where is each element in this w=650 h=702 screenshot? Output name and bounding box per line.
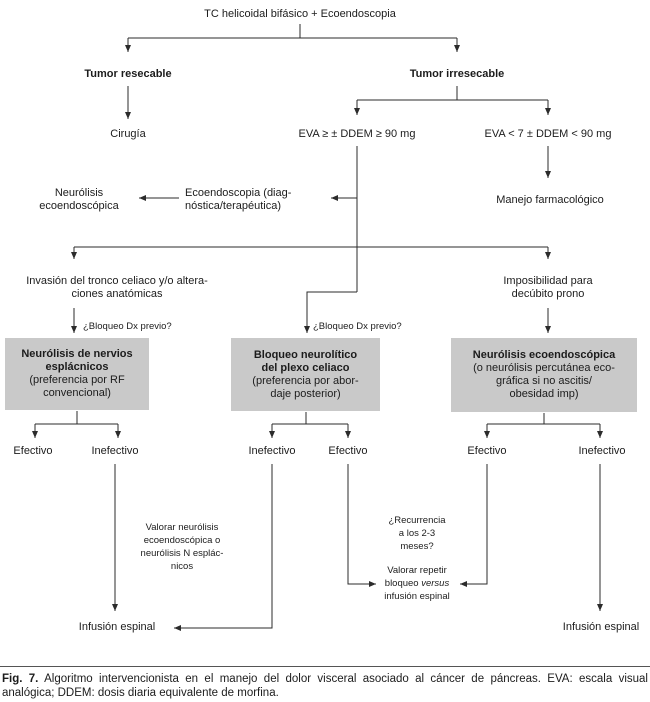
node-ecoendoscopia: Ecoendoscopia (diag- nóstica/terapéutica…: [185, 187, 292, 212]
box-detail: (preferencia por abor- daje posterior): [252, 374, 359, 400]
node-invasion-tronco: Invasión del tronco celiaco y/o altera- …: [26, 275, 208, 300]
node-manejo-farmacologico: Manejo farmacológico: [496, 194, 604, 206]
connector-arrow: [460, 464, 488, 587]
box-title: Neurólisis ecoendoscópica: [472, 349, 616, 361]
figure-caption-label: Fig. 7.: [2, 673, 39, 685]
connector-arrow: [347, 464, 376, 587]
box-detail: (preferencia por RF convencional): [29, 374, 125, 399]
outcome-centro-efectivo: Efectivo: [328, 445, 368, 457]
node-tumor-irresecable: Tumor irresecable: [409, 68, 505, 80]
box-bloqueo-plexo-celiaco: Bloqueo neurolítico del plexo celiaco (p…: [231, 338, 380, 411]
node-infusion-espinal-der: Infusión espinal: [562, 621, 640, 633]
node-cirugia: Cirugía: [110, 128, 146, 140]
label-valorar-neurolisis: Valorar neurólisis ecoendoscópica o neur…: [140, 522, 224, 572]
node-infusion-espinal-izq: Infusión espinal: [78, 621, 156, 633]
outcome-der-inefectivo: Inefectivo: [578, 445, 626, 457]
node-eva-baja: EVA < 7 ± DDEM < 90 mg: [484, 128, 612, 140]
label-recurrencia: ¿Recurrencia a los 2-3 meses?: [388, 515, 446, 552]
node-imposibilidad-decubito: Imposibilidad para decúbito prono: [503, 275, 593, 300]
node-eva-alta: EVA ≥ ± DDEM ≥ 90 mg: [298, 128, 416, 140]
box-title: Neurólisis de nervios esplácnicos: [21, 348, 133, 373]
node-tumor-resecable: Tumor resecable: [84, 68, 172, 80]
connector-arrow: [174, 464, 273, 631]
label-bloqueo-dx-izq: ¿Bloqueo Dx previo?: [83, 321, 172, 332]
box-title: Bloqueo neurolítico del plexo celiaco: [253, 348, 358, 374]
outcome-izq-inefectivo: Inefectivo: [91, 445, 139, 457]
box-neurolisis-ecoendoscopica: Neurólisis ecoendoscópica (o neurólisis …: [451, 338, 637, 412]
outcome-izq-efectivo: Efectivo: [13, 445, 53, 457]
figure-caption-text: Algoritmo intervencionista en el manejo …: [2, 673, 648, 699]
caption-divider: [0, 666, 650, 667]
outcome-der-efectivo: Efectivo: [467, 445, 507, 457]
box-detail: (o neurólisis percutánea eco- gráfica si…: [473, 362, 615, 400]
node-root: TC helicoidal bifásico + Ecoendoscopia: [204, 8, 396, 20]
label-valorar-repetir-post: infusión espinal: [384, 591, 450, 602]
label-valorar-repetir: Valorar repetir bloqueo versus infusión …: [375, 564, 459, 603]
label-valorar-repetir-versus: versus: [421, 578, 450, 589]
node-neurolisis-ecoendoscopica: Neurólisis ecoendoscópica: [39, 187, 119, 212]
label-bloqueo-dx-centro: ¿Bloqueo Dx previo?: [313, 321, 402, 332]
outcome-centro-inefectivo: Inefectivo: [248, 445, 296, 457]
figure-caption: Fig. 7. Algoritmo intervencionista en el…: [2, 673, 648, 700]
box-neurolisis-esplacnicos: Neurólisis de nervios esplácnicos (prefe…: [5, 338, 149, 410]
connector-arrow: [304, 291, 357, 333]
label-valorar-repetir-pre: Valorar repetir bloqueo: [384, 565, 447, 589]
connector-line: [35, 24, 600, 425]
